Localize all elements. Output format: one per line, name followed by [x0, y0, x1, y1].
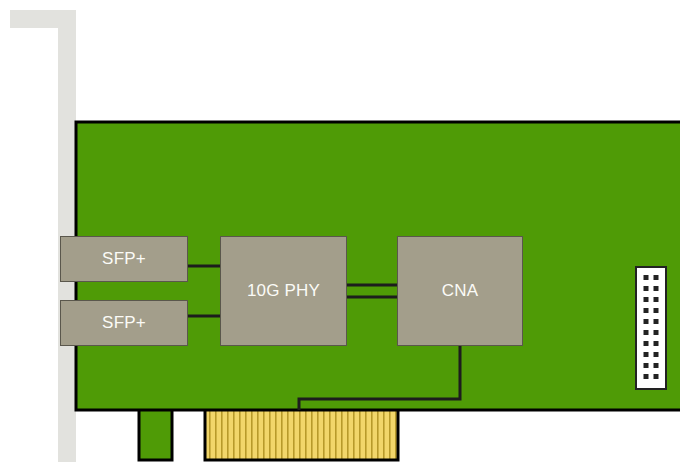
chip-label: SFP+: [102, 249, 146, 269]
signal-trace: [188, 265, 220, 268]
chip-box: 10G PHY: [220, 236, 347, 346]
chip-label: CNA: [442, 281, 479, 301]
edge-connector: [205, 408, 398, 460]
header-pins: [641, 272, 661, 382]
signal-trace: [347, 284, 397, 287]
pin-header: [636, 267, 666, 389]
board-tab: [139, 408, 172, 460]
chip-label: 10G PHY: [247, 281, 320, 301]
signal-trace: [347, 296, 397, 299]
signal-trace: [188, 315, 220, 318]
chip-box: SFP+: [60, 236, 188, 282]
chip-box: CNA: [397, 236, 523, 346]
chip-label: SFP+: [102, 313, 146, 333]
pcie-trace: [299, 346, 460, 410]
chip-box: SFP+: [60, 300, 188, 346]
